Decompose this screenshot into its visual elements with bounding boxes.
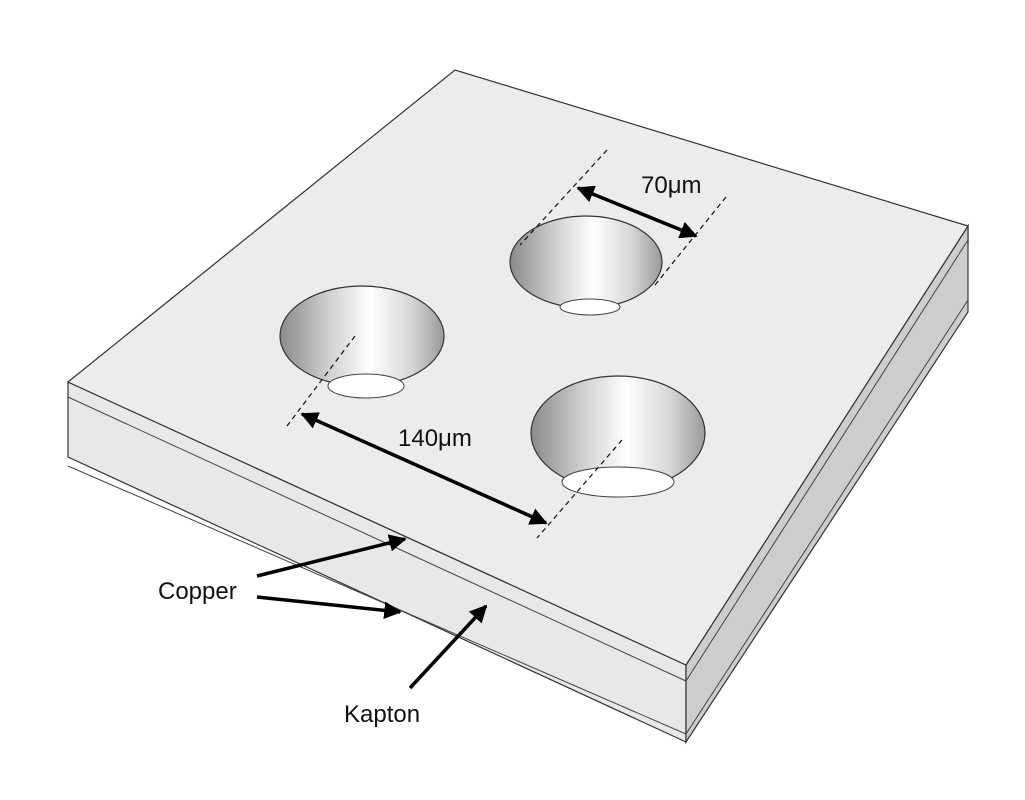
copper-bottom-line-right <box>685 299 969 735</box>
hole-diameter-label: 70μm <box>641 172 702 199</box>
top-face <box>66 69 969 666</box>
dimension-arrow-70 <box>576 185 698 239</box>
guide-70-right <box>654 196 727 286</box>
hole-top-right <box>509 215 663 316</box>
copper-top-line-right <box>685 239 969 682</box>
kapton-arrow <box>408 604 488 690</box>
dimension-arrow-140 <box>300 412 548 525</box>
copper-arrow-bottom <box>256 595 402 620</box>
guide-70-left <box>519 149 608 246</box>
guide-140-right <box>536 439 623 539</box>
hole-left <box>279 285 445 399</box>
hole-pitch-label: 140μm <box>398 425 472 452</box>
guide-140-left <box>286 335 356 427</box>
hole-bottom-right <box>530 375 706 498</box>
copper-top-line-front <box>67 396 687 682</box>
copper-label: Copper <box>158 578 237 605</box>
copper-arrow-top <box>256 534 407 578</box>
kapton-label: Kapton <box>344 701 420 728</box>
copper-bottom-line-front <box>67 465 687 735</box>
